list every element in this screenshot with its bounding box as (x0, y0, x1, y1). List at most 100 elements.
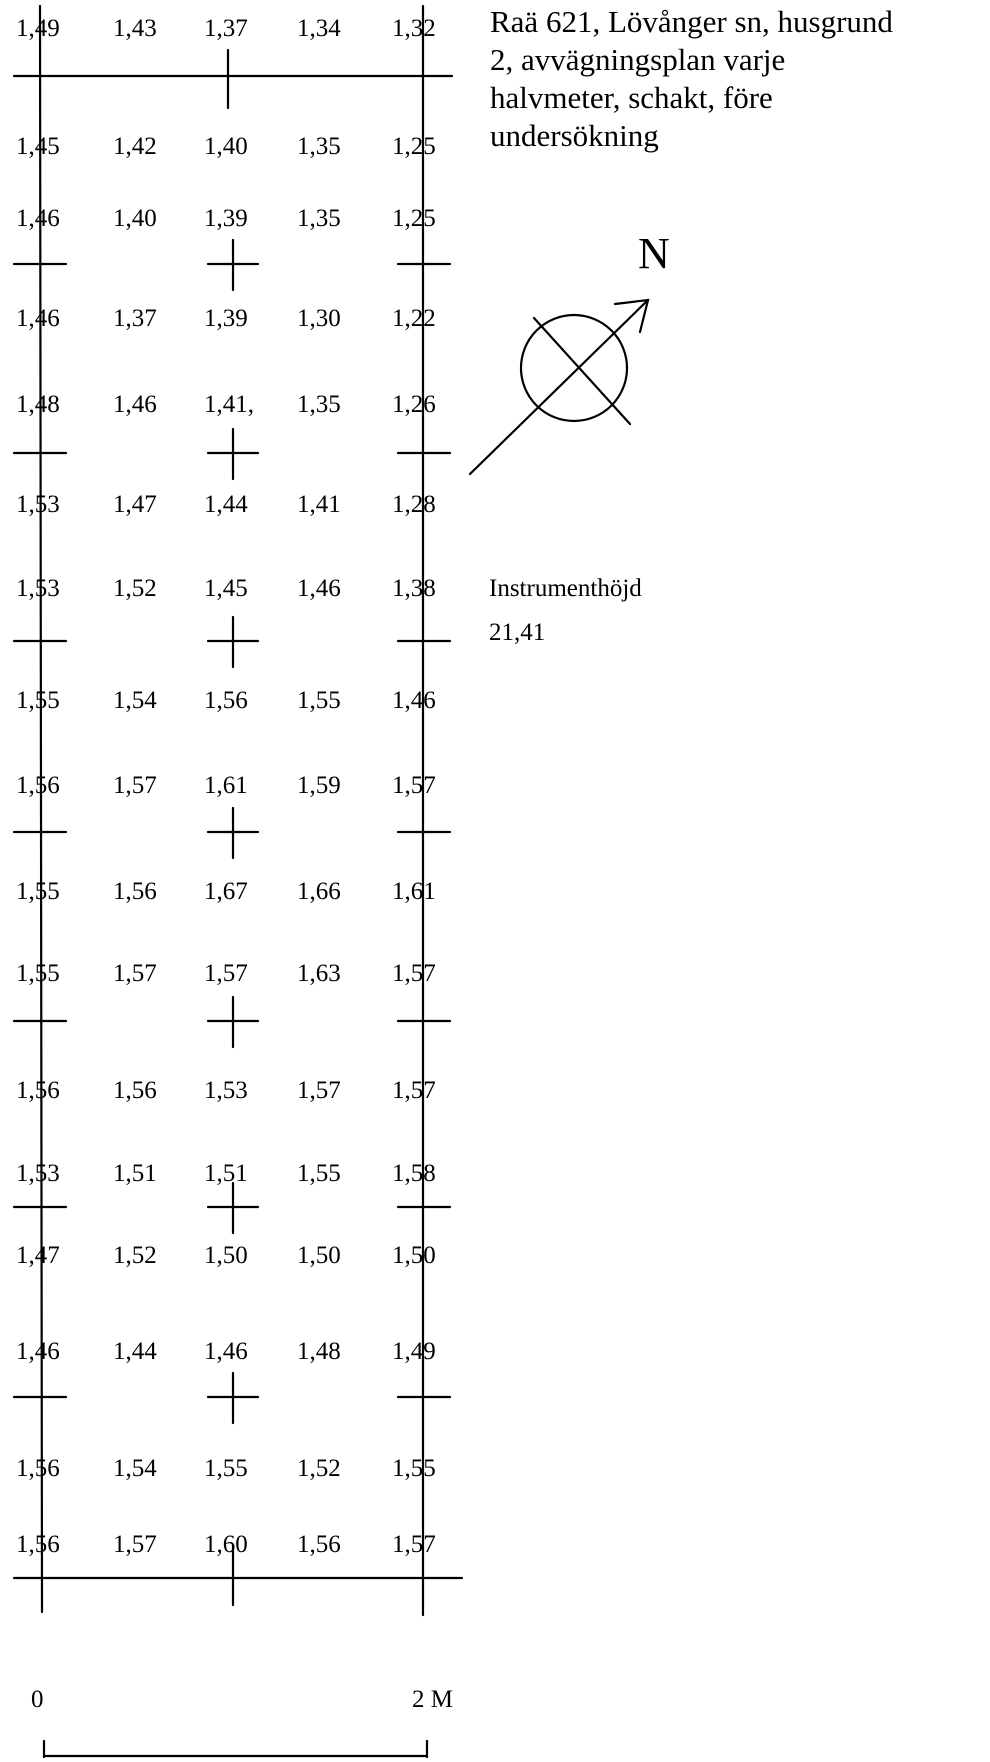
level-value: 1,49 (392, 1338, 436, 1365)
level-value: 1,52 (297, 1455, 341, 1482)
level-value: 1,56 (16, 772, 60, 799)
level-value: 1,40 (113, 205, 157, 232)
level-value: 1,25 (392, 133, 436, 160)
level-value: 1,52 (113, 1242, 157, 1269)
level-value-grid: 1,49 1,43 1,37 1,34 1,32 1,45 1,42 1,40 1,35 1,25… (16, 15, 436, 1558)
plan-title: Raä 621, Lövånger sn, husgrund 2, avvägn… (490, 4, 893, 153)
title-line: 2, avvägningsplan varje (490, 42, 785, 77)
level-value: 1,28 (392, 491, 436, 518)
level-value: 1,57 (392, 1531, 436, 1558)
level-value: 1,55 (204, 1455, 248, 1482)
level-value: 1,25 (392, 205, 436, 232)
level-value: 1,57 (113, 960, 157, 987)
instrument-height-label: Instrumenthöjd (489, 575, 642, 602)
level-value: 1,48 (297, 1338, 341, 1365)
level-value: 1,42 (113, 133, 157, 160)
level-value: 1,55 (297, 687, 341, 714)
level-value: 1,39 (204, 205, 248, 232)
level-value: 1,57 (392, 960, 436, 987)
level-value: 1,56 (113, 878, 157, 905)
level-value: 1,63 (297, 960, 341, 987)
level-value: 1,41, (204, 391, 254, 418)
level-value: 1,61 (204, 772, 248, 799)
level-value: 1,46 (392, 687, 436, 714)
level-value: 1,54 (113, 1455, 157, 1482)
level-value: 1,39 (204, 305, 248, 332)
level-value: 1,57 (113, 1531, 157, 1558)
scale-bar: 0 2 M (31, 1686, 453, 1759)
level-value: 1,61 (392, 878, 436, 905)
level-value: 1,46 (16, 305, 60, 332)
level-value: 1,56 (16, 1077, 60, 1104)
instrument-height: Instrumenthöjd 21,41 (489, 575, 642, 646)
level-value: 1,52 (113, 575, 157, 602)
level-value: 1,54 (113, 687, 157, 714)
level-value: 1,59 (297, 772, 341, 799)
level-value: 1,44 (113, 1338, 157, 1365)
level-value: 1,55 (16, 687, 60, 714)
level-value: 1,53 (16, 491, 60, 518)
level-value: 1,56 (16, 1455, 60, 1482)
level-value: 1,45 (204, 575, 248, 602)
level-value: 1,48 (16, 391, 60, 418)
level-value: 1,30 (297, 305, 341, 332)
level-value: 1,37 (204, 15, 248, 42)
level-value: 1,44 (204, 491, 248, 518)
level-value: 1,60 (204, 1531, 248, 1558)
level-value: 1,66 (297, 878, 341, 905)
scale-end-label: 2 M (412, 1686, 453, 1713)
level-value: 1,56 (204, 687, 248, 714)
level-value: 1,67 (204, 878, 248, 905)
north-arrow-icon: N (468, 229, 670, 476)
level-value: 1,57 (392, 772, 436, 799)
instrument-height-value: 21,41 (489, 619, 545, 646)
level-value: 1,57 (392, 1077, 436, 1104)
level-value: 1,50 (204, 1242, 248, 1269)
level-value: 1,40 (204, 133, 248, 160)
trench-frame (12, 4, 464, 1617)
level-value: 1,56 (16, 1531, 60, 1558)
level-value: 1,56 (113, 1077, 157, 1104)
level-value: 1,55 (16, 960, 60, 987)
level-value: 1,50 (297, 1242, 341, 1269)
level-value: 1,34 (297, 15, 341, 42)
level-value: 1,22 (392, 305, 436, 332)
level-value: 1,46 (16, 205, 60, 232)
level-value: 1,53 (16, 575, 60, 602)
level-value: 1,26 (392, 391, 436, 418)
level-value: 1,49 (16, 15, 60, 42)
level-value: 1,35 (297, 205, 341, 232)
level-value: 1,35 (297, 133, 341, 160)
level-value: 1,53 (204, 1077, 248, 1104)
level-value: 1,57 (204, 960, 248, 987)
level-value: 1,58 (392, 1160, 436, 1187)
title-line: undersökning (490, 118, 659, 153)
level-value: 1,46 (204, 1338, 248, 1365)
title-line: halvmeter, schakt, före (490, 80, 773, 115)
level-value: 1,51 (204, 1160, 248, 1187)
title-line: Raä 621, Lövånger sn, husgrund (490, 4, 893, 39)
level-value: 1,32 (392, 15, 436, 42)
scale-start-label: 0 (31, 1686, 44, 1713)
level-value: 1,57 (113, 772, 157, 799)
level-value: 1,41 (297, 491, 341, 518)
metre-cross-marks (12, 238, 452, 1425)
level-value: 1,43 (113, 15, 157, 42)
level-value: 1,38 (392, 575, 436, 602)
level-value: 1,47 (113, 491, 157, 518)
level-value: 1,51 (113, 1160, 157, 1187)
level-value: 1,46 (16, 1338, 60, 1365)
level-value: 1,46 (297, 575, 341, 602)
level-value: 1,55 (297, 1160, 341, 1187)
level-value: 1,37 (113, 305, 157, 332)
level-value: 1,56 (297, 1531, 341, 1558)
level-value: 1,46 (113, 391, 157, 418)
level-value: 1,35 (297, 391, 341, 418)
north-label: N (638, 229, 670, 278)
level-value: 1,55 (392, 1455, 436, 1482)
level-value: 1,45 (16, 133, 60, 160)
level-value: 1,50 (392, 1242, 436, 1269)
level-value: 1,53 (16, 1160, 60, 1187)
level-value: 1,57 (297, 1077, 341, 1104)
level-value: 1,55 (16, 878, 60, 905)
